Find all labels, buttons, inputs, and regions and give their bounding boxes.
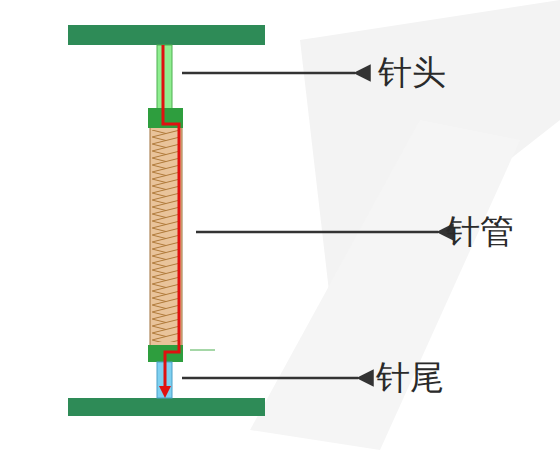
bottom-plate bbox=[68, 398, 265, 416]
background-shape bbox=[250, 120, 520, 450]
leader-arrow bbox=[182, 377, 358, 380]
part-name: 针尾 bbox=[376, 357, 444, 398]
small-tick bbox=[190, 350, 215, 351]
part-name: 针管 bbox=[446, 211, 514, 252]
needle-tube bbox=[150, 126, 182, 346]
part-name: 针头 bbox=[378, 52, 446, 93]
current-path bbox=[163, 45, 179, 392]
leader-arrow bbox=[196, 231, 438, 234]
leader-arrow bbox=[182, 72, 355, 75]
top-plate bbox=[68, 25, 265, 45]
spring bbox=[152, 130, 180, 342]
